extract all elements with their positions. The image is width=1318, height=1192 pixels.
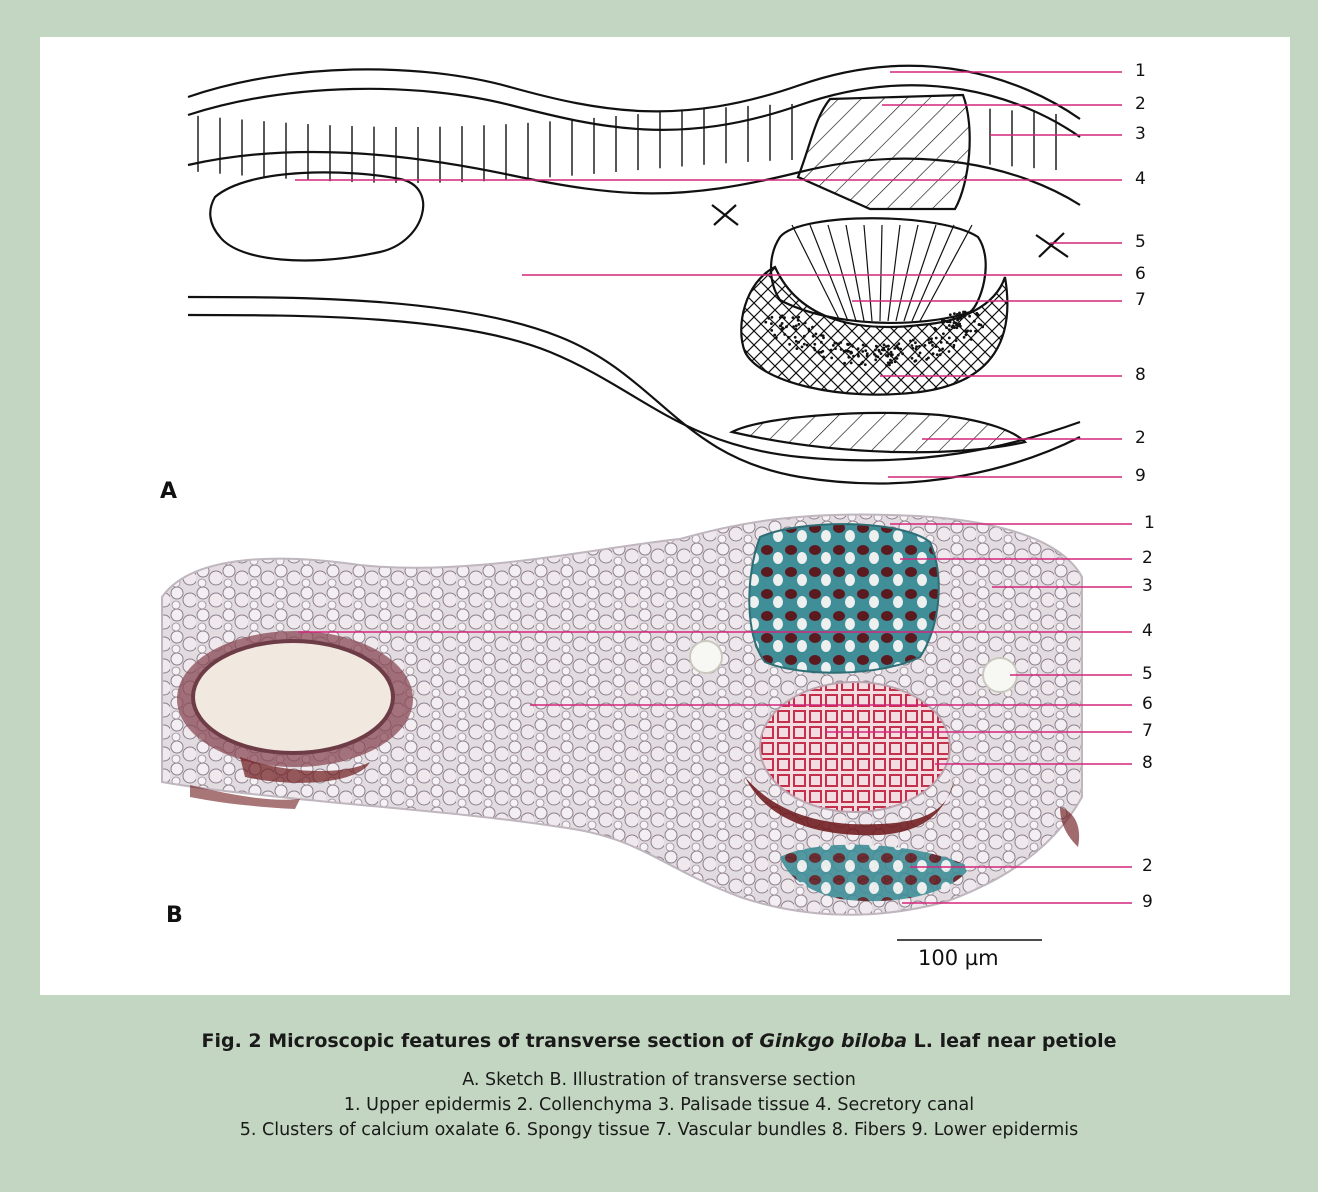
micrograph-crystal-left <box>690 641 722 673</box>
callout-a-secretory-canal: 4 <box>1135 169 1155 189</box>
caption-title-prefix: Fig. 2 Microscopic features of transvers… <box>202 1030 760 1052</box>
figure-canvas <box>40 37 1290 995</box>
sketch-collenchyma-lower <box>732 413 1025 452</box>
micrograph-stain-right <box>1060 807 1079 847</box>
micrograph-secretory-canal <box>193 641 393 753</box>
sketch-crystal-left <box>712 205 738 225</box>
callout-a-collenchyma-lower: 2 <box>1135 428 1155 448</box>
sketch-collenchyma-upper <box>798 95 970 209</box>
callout-a-upper-epidermis: 1 <box>1135 61 1155 81</box>
callout-b-vascular: 7 <box>1142 721 1162 741</box>
caption-title-suffix: L. leaf near petiole <box>907 1030 1116 1052</box>
leader-lines-a <box>295 72 1122 477</box>
callout-b-lower-epidermis: 9 <box>1142 892 1162 912</box>
figure-panel: A B 1 2 3 4 5 6 7 8 2 9 1 2 3 4 5 6 7 8 … <box>40 37 1290 995</box>
callout-a-palisade: 3 <box>1135 124 1155 144</box>
callout-b-collenchyma-lower: 2 <box>1142 856 1162 876</box>
figure-caption: Fig. 2 Microscopic features of transvers… <box>0 1030 1318 1143</box>
callout-b-upper-epidermis: 1 <box>1144 513 1164 533</box>
panel-b-label: B <box>166 903 183 928</box>
sketch-crystal-right <box>1036 233 1068 257</box>
callout-b-collenchyma: 2 <box>1142 548 1162 568</box>
callout-a-lower-epidermis: 9 <box>1135 466 1155 486</box>
callout-b-secretory-canal: 4 <box>1142 621 1162 641</box>
callout-a-crystals: 5 <box>1135 232 1155 252</box>
caption-line-2: 1. Upper epidermis 2. Collenchyma 3. Pal… <box>0 1093 1318 1118</box>
callout-b-spongy: 6 <box>1142 694 1162 714</box>
caption-line-3: 5. Clusters of calcium oxalate 6. Spongy… <box>0 1118 1318 1143</box>
panel-a-label: A <box>160 479 177 504</box>
callout-b-palisade: 3 <box>1142 576 1162 596</box>
callout-b-fibers: 8 <box>1142 753 1162 773</box>
caption-title: Fig. 2 Microscopic features of transvers… <box>0 1030 1318 1052</box>
callout-a-vascular: 7 <box>1135 290 1155 310</box>
micrograph-vascular-bundle <box>760 682 950 812</box>
caption-title-species: Ginkgo biloba <box>759 1030 907 1052</box>
callout-a-fibers: 8 <box>1135 365 1155 385</box>
caption-line-1: A. Sketch B. Illustration of transverse … <box>0 1068 1318 1093</box>
callout-a-spongy: 6 <box>1135 264 1155 284</box>
scale-bar-label: 100 µm <box>918 946 999 970</box>
callout-a-collenchyma: 2 <box>1135 94 1155 114</box>
callout-b-crystals: 5 <box>1142 664 1162 684</box>
sketch-secretory-canal <box>210 172 423 260</box>
micrograph <box>162 514 1082 914</box>
micrograph-collenchyma-upper <box>749 524 938 673</box>
